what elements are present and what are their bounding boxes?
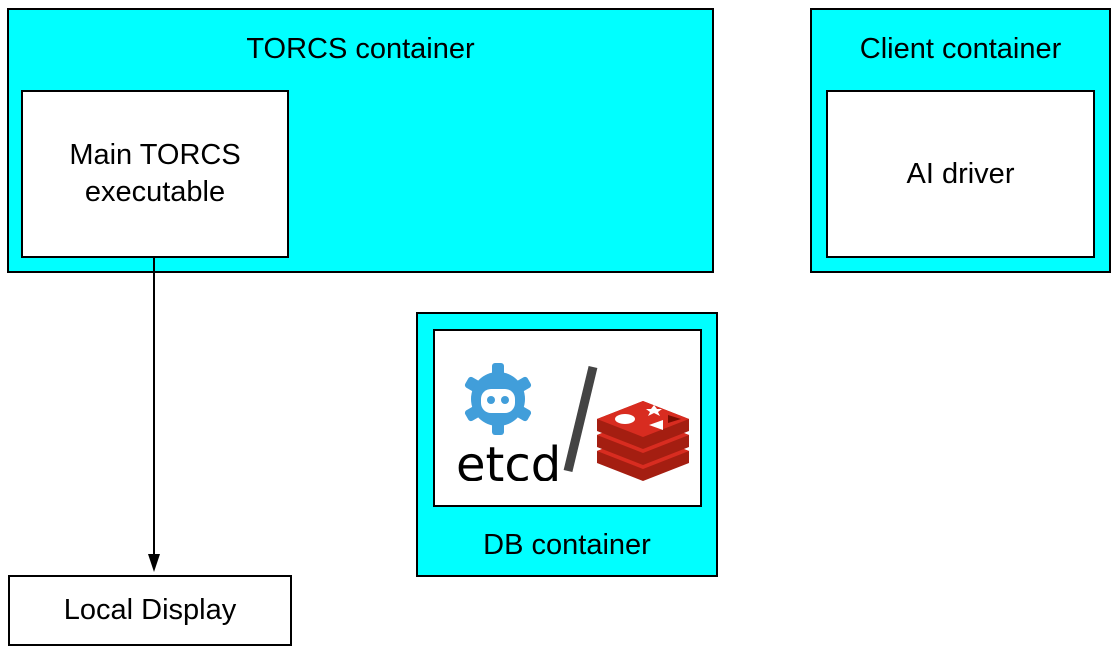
torcs-container-title: TORCS container: [246, 33, 475, 65]
ai-driver-label: AI driver: [906, 157, 1015, 190]
main-torcs-executable-label-line2: executable: [84, 176, 226, 208]
local-display-box: Local Display: [8, 575, 292, 646]
client-container: Client container AI driver: [810, 8, 1111, 273]
main-torcs-executable-label-line1: Main TORCS: [69, 139, 241, 171]
db-container: etcd DB container: [416, 312, 718, 577]
ai-driver-box: AI driver: [826, 90, 1095, 258]
etcd-wordmark: etcd: [456, 437, 561, 481]
client-container-title: Client container: [859, 33, 1062, 65]
db-logo-box: etcd: [433, 329, 702, 507]
arrow-head: [148, 554, 160, 572]
redis-icon: [597, 401, 689, 481]
local-display-label: Local Display: [63, 594, 237, 626]
logo-separator-slash: [563, 365, 598, 473]
db-container-title: DB container: [483, 529, 651, 561]
db-logos: etcd: [456, 363, 689, 481]
etcd-icon: [464, 363, 532, 435]
